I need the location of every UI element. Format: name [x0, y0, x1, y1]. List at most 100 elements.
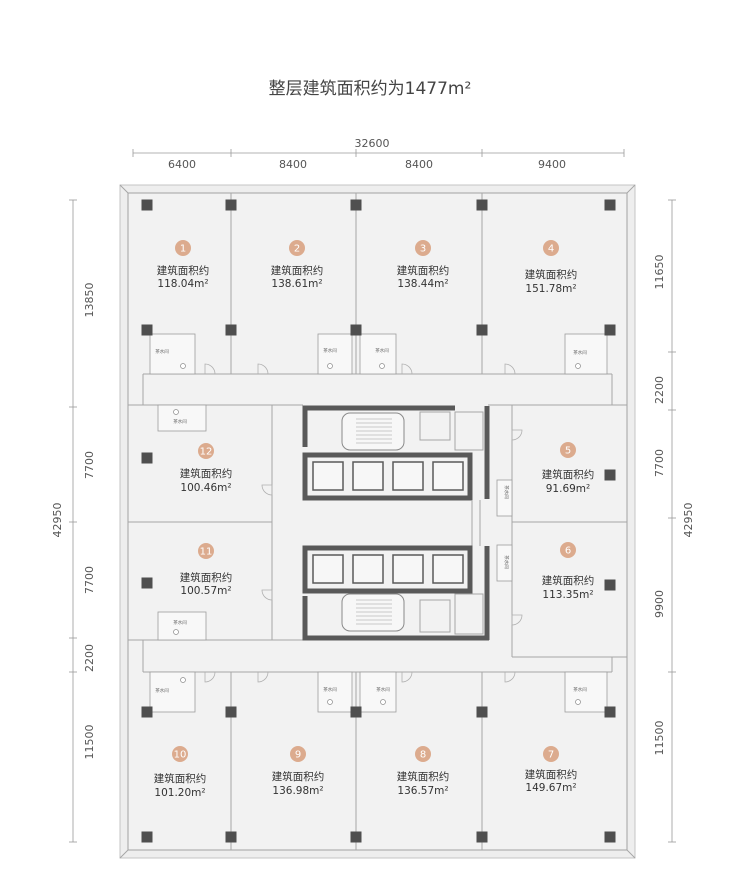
unit-area-label: 建筑面积约 [397, 770, 450, 783]
pantry-label: 茶水间 [155, 687, 169, 694]
unit-number: 9 [295, 750, 301, 761]
pantry-room [564, 671, 608, 713]
column [141, 831, 153, 843]
pantry: 茶水间 [149, 671, 196, 713]
corner-line [119, 184, 129, 194]
pantry-room [157, 611, 207, 641]
column [350, 199, 362, 211]
dimension-left: 13850 7700 7700 2200 11500 42950 [51, 199, 96, 843]
column [476, 706, 488, 718]
pantry-room [359, 333, 397, 375]
dimension-segment: 8400 [279, 158, 307, 171]
unit-number-badge [172, 746, 188, 762]
pantry: 茶水间 [564, 333, 608, 375]
service-room [419, 599, 451, 633]
pantry: 茶水间 [496, 544, 513, 582]
unit-area-label: 建筑面积约 [542, 574, 595, 587]
column [604, 324, 616, 336]
pantry-label: 茶水间 [155, 348, 169, 355]
dimension-top: 32600 6400 8400 8400 9400 [132, 137, 625, 171]
unit-number-badge [198, 443, 214, 459]
unit-number: 7 [548, 750, 554, 761]
column [476, 199, 488, 211]
dimension-segment: 8400 [405, 158, 433, 171]
unit-number: 6 [565, 546, 571, 557]
dimension-segment: 7700 [83, 451, 96, 479]
unit-area-value: 100.57m² [180, 585, 231, 597]
corner-line [626, 184, 636, 194]
unit-number: 10 [174, 750, 187, 761]
unit-area-label: 建筑面积约 [272, 770, 325, 783]
fixture-icon [327, 699, 333, 705]
pantry: 茶水间 [157, 611, 207, 641]
fixture-icon [575, 363, 581, 369]
fixture-icon [173, 629, 179, 635]
service-room [419, 411, 451, 441]
column [225, 199, 237, 211]
unit-number-badge [198, 543, 214, 559]
unit-number: 4 [548, 244, 554, 255]
dimension-segment: 11500 [83, 725, 96, 760]
door-swing [204, 671, 216, 683]
pantry-room [359, 671, 397, 713]
unit-number: 2 [294, 244, 300, 255]
pantry-room [564, 333, 608, 375]
door-swing [257, 363, 269, 375]
unit-7: 7 建筑面积约 149.67m² [525, 746, 577, 794]
pantry-label: 茶水间 [573, 686, 587, 693]
pantry-room [496, 479, 513, 517]
unit-number-badge [560, 542, 576, 558]
dimension-total-width: 32600 [355, 137, 390, 150]
unit-area-label: 建筑面积约 [180, 467, 233, 480]
elevator-bank [302, 452, 473, 501]
pantry-label: 茶水间 [376, 686, 390, 693]
door-swing [261, 589, 273, 601]
column [604, 706, 616, 718]
column [604, 831, 616, 843]
column [350, 324, 362, 336]
doors [204, 363, 523, 683]
unit-area-label: 建筑面积约 [157, 264, 210, 277]
core-wall [302, 596, 489, 641]
staircase [341, 593, 405, 632]
fixture-icon [173, 409, 179, 415]
pantry: 茶水间 [157, 404, 207, 432]
dimension-segment: 13850 [83, 283, 96, 318]
elevator-car [432, 554, 464, 584]
pantry: 茶水间 [359, 671, 397, 713]
elevator-car [432, 461, 464, 491]
dimension-segment: 7700 [653, 449, 666, 477]
unit-area-value: 118.04m² [157, 278, 208, 290]
columns [141, 199, 616, 843]
elevator-car [312, 554, 344, 584]
column [604, 469, 616, 481]
unit-number-badge [415, 746, 431, 762]
pantry: 茶水间 [317, 333, 353, 375]
pantry-label: 茶水间 [503, 555, 510, 569]
unit-5: 5 建筑面积约 91.69m² [542, 442, 594, 495]
dimension-total-height: 42950 [682, 503, 695, 538]
dimension-right: 11650 2200 7700 9900 11500 42950 [653, 199, 695, 843]
unit-number: 8 [420, 750, 426, 761]
unit-11: 11 建筑面积约 100.57m² [180, 543, 232, 597]
dimension-segment: 6400 [168, 158, 196, 171]
dimension-segment: 9900 [653, 590, 666, 618]
dimension-segment: 11500 [653, 721, 666, 756]
unit-area-value: 138.61m² [271, 278, 322, 290]
pantry-room [496, 544, 513, 582]
column [604, 579, 616, 591]
unit-4: 4 建筑面积约 151.78m² [525, 240, 578, 295]
door-swing [504, 671, 516, 683]
column [350, 706, 362, 718]
unit-area-label: 建筑面积约 [525, 268, 578, 281]
elevator-car [392, 461, 424, 491]
pantry-room [317, 671, 353, 713]
pantry-label: 茶水间 [323, 686, 337, 693]
unit-area-value: 149.67m² [525, 782, 576, 794]
unit-1: 1 建筑面积约 118.04m² [157, 240, 210, 290]
unit-number-badge [175, 240, 191, 256]
pantry-room [317, 333, 353, 375]
fixture-icon [379, 363, 385, 369]
unit-number: 5 [565, 446, 571, 457]
pantry-label: 茶水间 [375, 347, 389, 354]
